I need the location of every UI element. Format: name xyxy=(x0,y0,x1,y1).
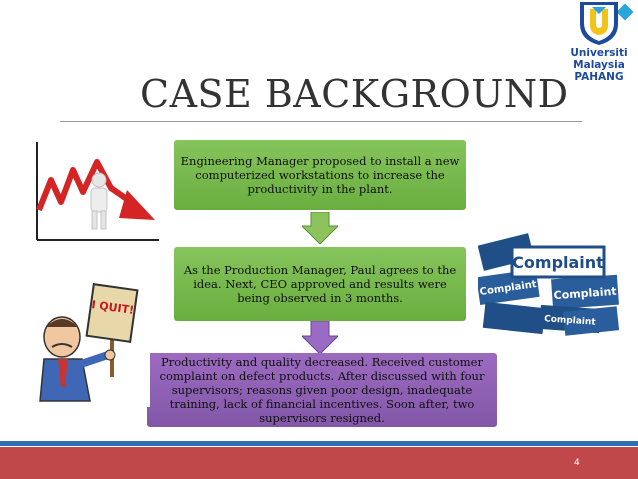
logo-line1: Universiti xyxy=(570,47,628,59)
complaint-sign-main: Complaint xyxy=(512,253,604,272)
quitting-man-image: I QUIT! xyxy=(34,283,150,407)
complaint-collage-image: Complaint Complaint Complaint Complaint xyxy=(478,209,620,337)
footer-red-band xyxy=(0,447,638,479)
down-arrow-icon xyxy=(302,321,338,354)
flow-step-1-text: Engineering Manager proposed to install … xyxy=(180,154,460,196)
down-arrow-icon xyxy=(302,212,338,244)
page-number: 4 xyxy=(574,458,580,468)
flow-step-1: Engineering Manager proposed to install … xyxy=(174,140,466,210)
flow-step-3: Productivity and quality decreased. Rece… xyxy=(147,353,497,427)
title-divider xyxy=(60,121,582,122)
ump-crest-icon xyxy=(580,2,618,45)
complaint-sign-4: Complaint xyxy=(544,314,597,328)
flow-step-2-text: As the Production Manager, Paul agrees t… xyxy=(183,263,457,305)
slide-title: CASE BACKGROUND xyxy=(140,72,569,116)
footer-blue-band xyxy=(0,441,638,446)
logo-line3: PAHANG xyxy=(574,71,624,83)
flow-step-3-text: Productivity and quality decreased. Rece… xyxy=(159,355,485,425)
logo-line2: Malaysia xyxy=(573,59,625,71)
complaint-sign-2: Complaint xyxy=(553,285,617,302)
declining-graph-image xyxy=(31,140,161,245)
quit-sign-text: I QUIT! xyxy=(91,298,135,317)
university-logo: Universiti Malaysia PAHANG xyxy=(566,0,632,95)
flow-step-2: As the Production Manager, Paul agrees t… xyxy=(174,247,466,321)
